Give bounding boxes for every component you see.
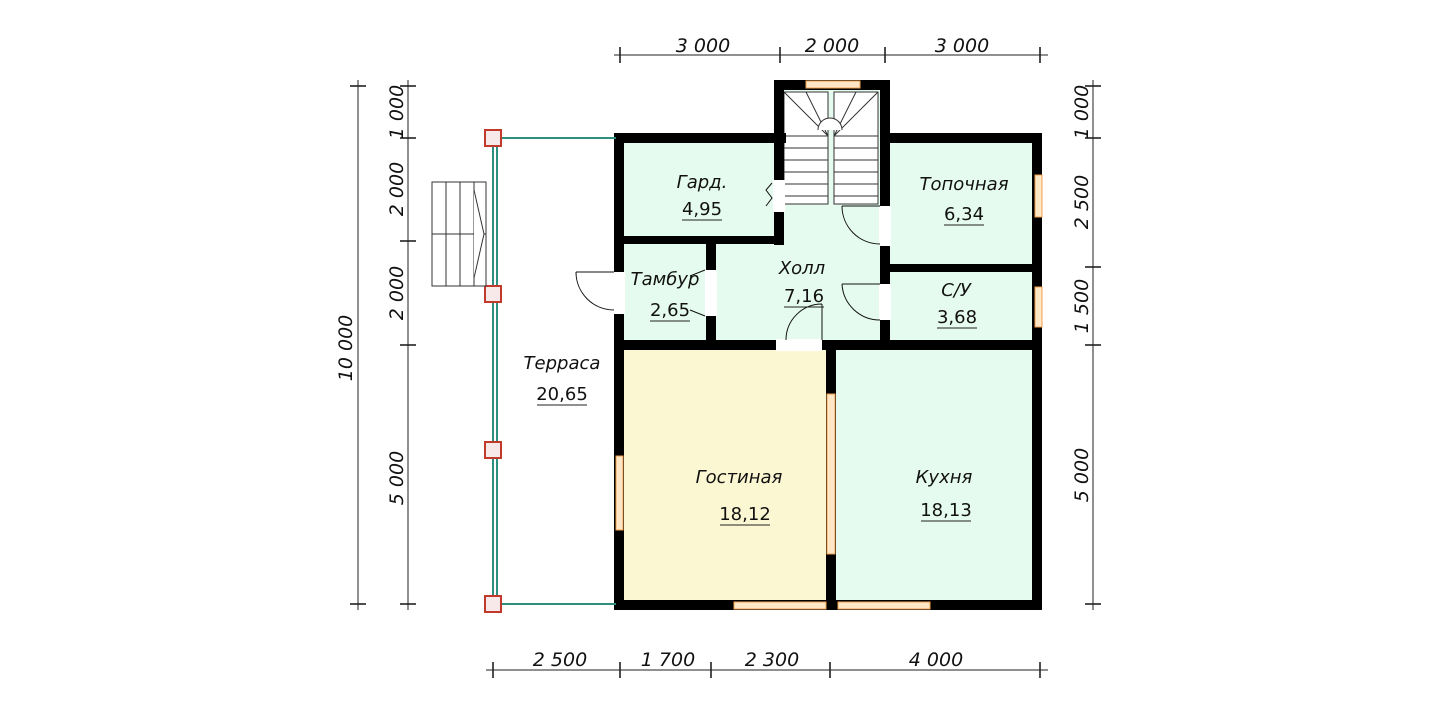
post-1: [484, 129, 502, 147]
window-su: [1034, 286, 1043, 328]
post-2: [484, 285, 502, 303]
window-gostinaya-bottom: [733, 601, 827, 610]
room-name-gard: Гард.: [677, 172, 728, 193]
doors: [575, 180, 891, 351]
room-name-topochnaya: Топочная: [919, 174, 1008, 195]
room-name-gostinaya: Гостиная: [696, 467, 783, 488]
room-name-tambur: Тамбур: [631, 269, 700, 290]
room-labels: Гард. 4,95 Топочная 6,34 Тамбур 2,65 Хол…: [524, 172, 1009, 526]
room-fill-holl: [712, 240, 886, 344]
top-dim-2: 2 000: [805, 35, 859, 57]
room-area-gostinaya: 18,12: [719, 504, 771, 525]
post-3: [484, 441, 502, 459]
top-dim-1: 3 000: [676, 35, 730, 57]
room-area-kuhnya: 18,13: [920, 500, 972, 521]
room-fill-su: [886, 266, 1036, 346]
left-dim-2: 2 000: [386, 162, 408, 216]
room-name-holl: Холл: [778, 258, 825, 279]
left-total-dimension: 10 000: [335, 80, 366, 610]
window-kuhnya-bottom: [837, 601, 931, 610]
room-fill-topochnaya: [886, 136, 1036, 266]
windows: [615, 80, 1043, 610]
right-dimension-chain: 1 000 2 500 1 500 5 000: [1071, 80, 1101, 610]
room-area-gard: 4,95: [682, 199, 722, 220]
right-dim-3: 1 500: [1071, 279, 1093, 333]
window-stair: [805, 80, 861, 89]
internal-staircase: [783, 91, 879, 205]
room-area-holl: 7,16: [784, 286, 824, 307]
room-fill-gostinaya: [620, 344, 830, 606]
left-dim-4: 5 000: [386, 451, 408, 505]
bottom-dim-2: 1 700: [641, 649, 695, 671]
room-fill-tambur: [620, 244, 712, 344]
bottom-dimension-chain: 2 500 1 700 2 300 4 000: [486, 649, 1048, 678]
room-fill-gard: [620, 136, 780, 240]
left-dimension-chain: 1 000 2 000 2 000 5 000: [386, 80, 416, 610]
external-steps: [431, 181, 487, 287]
left-total-dim: 10 000: [335, 315, 357, 381]
bottom-dim-3: 2 300: [745, 649, 799, 671]
bottom-dim-4: 4 000: [909, 649, 963, 671]
left-dim-1: 1 000: [386, 85, 408, 139]
room-name-terrasa: Терраса: [524, 353, 601, 374]
left-dim-3: 2 000: [386, 266, 408, 320]
terrace-railing: [484, 129, 616, 613]
room-area-tambur: 2,65: [650, 300, 690, 321]
room-name-su: С/У: [941, 280, 972, 301]
top-dimension-chain: 3 000 2 000 3 000: [614, 35, 1048, 63]
window-topochnaya: [1034, 174, 1043, 218]
room-area-terrasa: 20,65: [536, 384, 588, 405]
right-dim-4: 5 000: [1071, 448, 1093, 502]
room-area-topochnaya: 6,34: [944, 204, 984, 225]
post-4: [484, 595, 502, 613]
right-dim-2: 2 500: [1071, 175, 1093, 229]
window-divider: [826, 393, 836, 555]
bottom-dim-1: 2 500: [533, 649, 587, 671]
room-area-su: 3,68: [937, 307, 977, 328]
window-gostinaya-side: [615, 455, 624, 531]
right-dim-1: 1 000: [1071, 85, 1093, 139]
top-dim-3: 3 000: [935, 35, 989, 57]
room-name-kuhnya: Кухня: [916, 467, 973, 488]
room-fill-kuhnya: [830, 344, 1036, 606]
